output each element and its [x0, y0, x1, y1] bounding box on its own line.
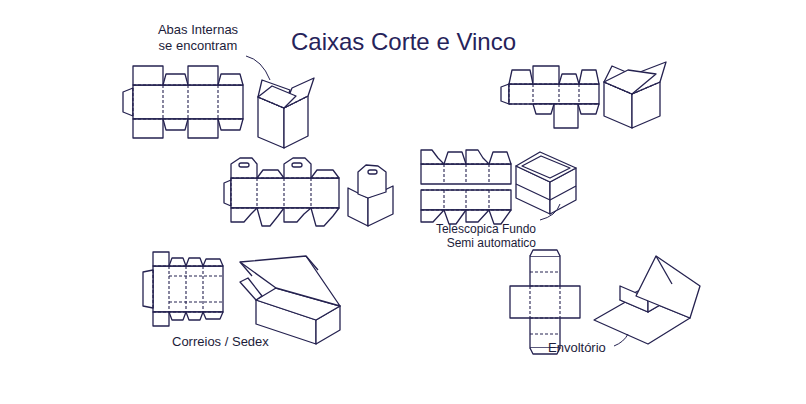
- box-wrap-3d: [594, 256, 700, 344]
- leader-line: [246, 56, 270, 80]
- box-telescopic-3d: [516, 152, 576, 214]
- dieline-internal-flaps: [123, 66, 243, 138]
- dieline-wrap: [510, 250, 580, 354]
- box-internal-flaps-3d: [258, 78, 314, 148]
- diagram-title: Caixas Corte e Vinco: [291, 28, 516, 57]
- dieline-mailer: [143, 252, 223, 326]
- box-carry-3d: [348, 165, 393, 226]
- dieline-carry-box: [224, 158, 339, 226]
- dieline-top-right: [501, 66, 599, 128]
- box-type-label: Correios / Sedex: [172, 334, 269, 350]
- leader-line: [540, 204, 560, 220]
- dieline-telescopic: [421, 150, 511, 224]
- box-top-right-3d: [604, 62, 666, 128]
- leader-line: [614, 334, 628, 346]
- box-type-label: Envoltório: [548, 340, 606, 356]
- box-mailer-3d: [240, 256, 340, 344]
- callout-label: Telescopica Fundo Semi automatico: [418, 222, 536, 251]
- callout-label: Abas Internas se encontram: [150, 22, 246, 53]
